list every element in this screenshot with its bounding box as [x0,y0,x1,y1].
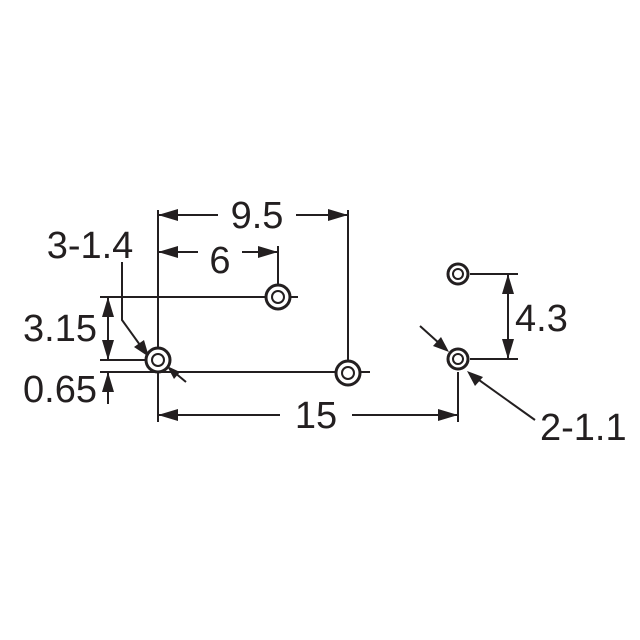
callout-label-3-1-4: 3-1.4 [47,225,134,267]
dimension-4-3: 4.3 [502,274,568,359]
callout-2-1-1: 2-1.1 [419,325,627,449]
hole-right-bottom [334,359,362,387]
dimension-0-65: 0.65 [23,369,114,411]
holes [144,262,470,387]
dimension-label-0-65: 0.65 [23,369,97,411]
dimension-label-9-5: 9.5 [231,195,284,237]
dimension-15: 15 [158,395,458,437]
dimension-label-6: 6 [209,240,230,282]
hole-far-right-top [446,262,470,286]
dimension-label-15: 15 [295,395,337,437]
hole-top-middle [264,283,292,311]
dimension-label-3-15: 3.15 [23,308,97,350]
dimension-6: 6 [158,240,278,282]
dimension-label-4-3: 4.3 [515,298,568,340]
callout-label-2-1-1: 2-1.1 [540,407,627,449]
extension-lines [100,210,518,422]
callout-3-1-4: 3-1.4 [47,225,187,383]
hole-far-right-bottom [446,347,470,371]
dimension-3-15: 3.15 [23,297,114,360]
hole-left-bottom [144,346,172,374]
dimension-9-5: 9.5 [158,195,348,237]
